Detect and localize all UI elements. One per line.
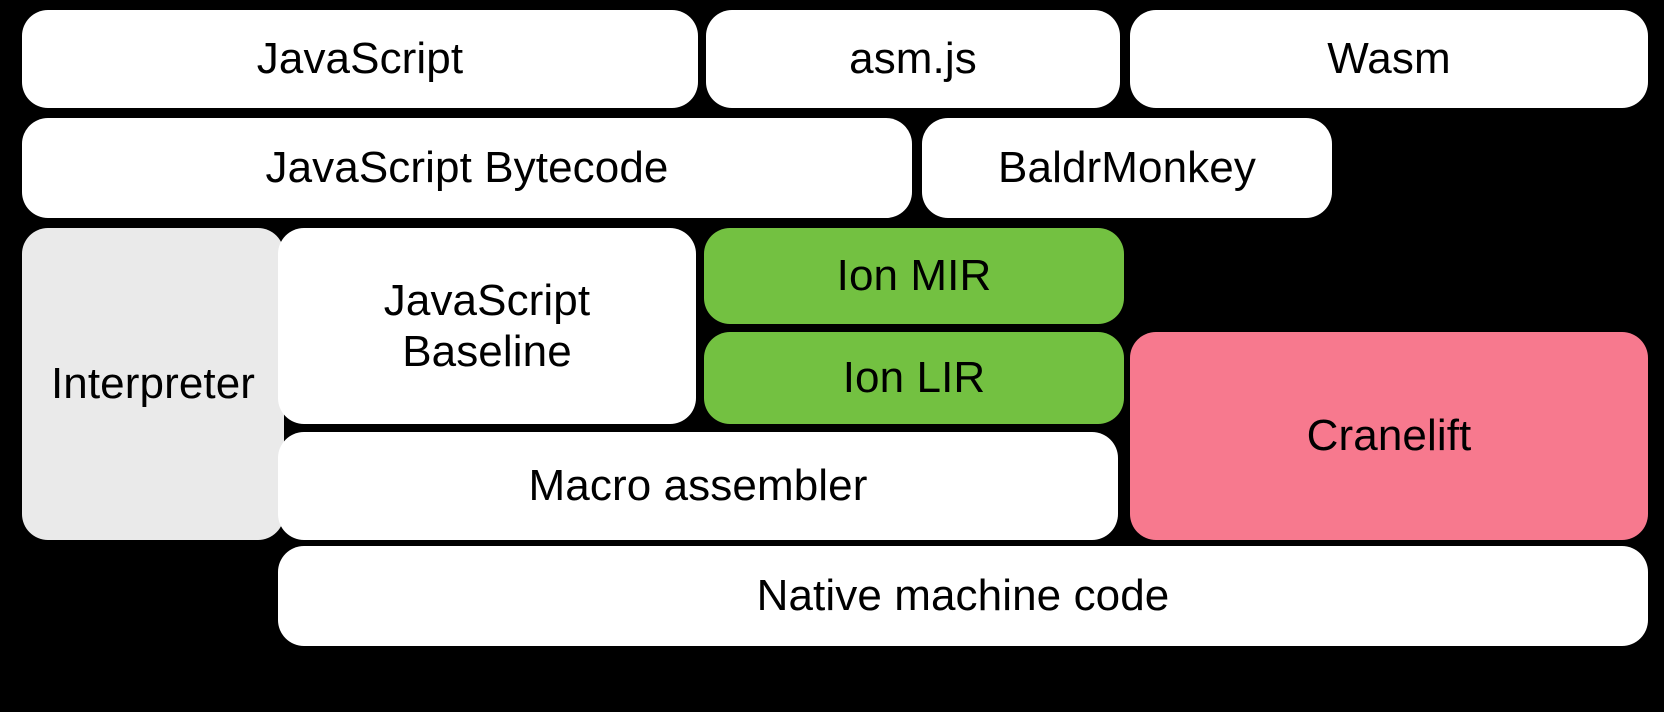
- node-label-javascript-baseline: JavaScript Baseline: [383, 275, 591, 376]
- node-label-asm-js: asm.js: [849, 34, 977, 84]
- node-baldrmonkey[interactable]: BaldrMonkey: [922, 118, 1332, 218]
- node-label-macro-assembler: Macro assembler: [528, 461, 868, 511]
- node-label-javascript: JavaScript: [256, 34, 464, 84]
- node-label-native-machine-code: Native machine code: [756, 571, 1170, 621]
- node-asm-js[interactable]: asm.js: [706, 10, 1120, 108]
- node-macro-assembler[interactable]: Macro assembler: [278, 432, 1118, 540]
- node-label-cranelift: Cranelift: [1306, 411, 1472, 461]
- node-label-wasm: Wasm: [1327, 34, 1451, 84]
- node-label-baldrmonkey: BaldrMonkey: [998, 143, 1256, 193]
- node-cranelift[interactable]: Cranelift: [1130, 332, 1648, 540]
- node-javascript[interactable]: JavaScript: [22, 10, 698, 108]
- node-label-interpreter: Interpreter: [50, 359, 256, 409]
- node-javascript-bytecode[interactable]: JavaScript Bytecode: [22, 118, 912, 218]
- node-ion-lir[interactable]: Ion LIR: [704, 332, 1124, 424]
- node-label-ion-mir: Ion MIR: [836, 251, 992, 301]
- node-label-ion-lir: Ion LIR: [842, 353, 986, 403]
- node-native-machine-code[interactable]: Native machine code: [278, 546, 1648, 646]
- node-javascript-baseline[interactable]: JavaScript Baseline: [278, 228, 696, 424]
- node-interpreter[interactable]: Interpreter: [22, 228, 284, 540]
- node-wasm[interactable]: Wasm: [1130, 10, 1648, 108]
- node-label-javascript-bytecode: JavaScript Bytecode: [265, 143, 669, 193]
- node-ion-mir[interactable]: Ion MIR: [704, 228, 1124, 324]
